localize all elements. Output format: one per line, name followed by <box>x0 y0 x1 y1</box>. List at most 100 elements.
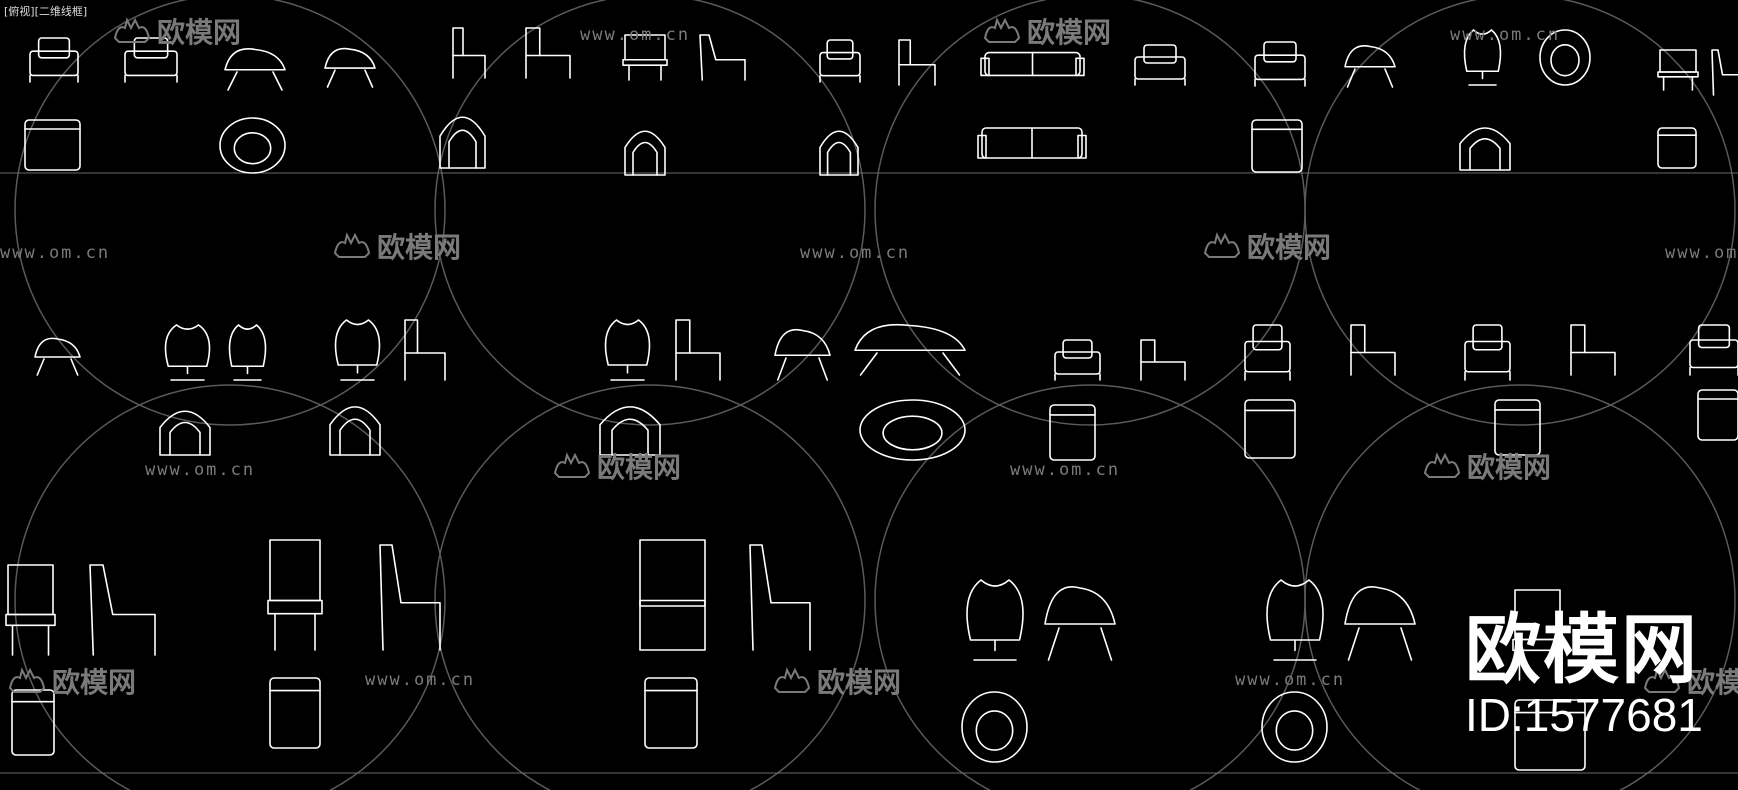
furniture-tophorse-symbol <box>819 130 859 176</box>
furniture-topround-symbol <box>219 117 286 174</box>
furniture-sidechair-symbol <box>898 39 936 86</box>
watermark-brand: 欧模网 <box>983 16 1111 49</box>
furniture-topsquare-symbol <box>1514 699 1586 771</box>
furniture-topsquare-symbol <box>1049 404 1096 461</box>
watermark-sofa-icon <box>553 452 591 478</box>
furniture-tall-symbol <box>1657 49 1699 91</box>
watermark-brand: 欧模网 <box>773 666 901 699</box>
furniture-armchair-symbol <box>1254 41 1306 87</box>
furniture-tophorse-symbol <box>329 406 381 456</box>
furniture-sidechair-symbol <box>1350 324 1396 376</box>
watermark-brand: 欧模网 <box>1643 666 1738 699</box>
watermark-brand-text: 欧模网 <box>597 451 681 484</box>
furniture-armchair-symbol <box>1464 324 1511 381</box>
furniture-topround-symbol <box>1261 691 1328 763</box>
furniture-topsquare-symbol <box>1697 389 1738 441</box>
furniture-tophorse-symbol <box>439 116 486 169</box>
watermark-brand-text: 欧模网 <box>1467 451 1551 484</box>
furniture-sidechair-symbol <box>404 319 446 381</box>
furniture-sidechair-symbol <box>675 319 721 381</box>
overlay-logo-text: 欧模网 <box>1465 605 1699 694</box>
watermark-brand: 欧模网 <box>8 666 136 699</box>
furniture-armchair-symbol <box>1134 44 1186 86</box>
furniture-tophorse-symbol <box>1459 127 1511 171</box>
furniture-slab-symbol <box>639 539 706 651</box>
furniture-sofa-symbol <box>977 127 1087 159</box>
watermark-brand-text: 欧模网 <box>52 666 136 699</box>
furniture-tallside-symbol <box>379 544 441 651</box>
furniture-armchair-symbol <box>1689 324 1738 376</box>
furniture-lounge-symbol <box>1044 586 1116 661</box>
watermark-sofa-icon <box>333 232 371 258</box>
watermark-url: www.om.cn <box>800 243 910 263</box>
furniture-armchair-symbol <box>124 37 178 83</box>
furniture-armchair-symbol <box>29 37 79 83</box>
overlay-id-text: ID:1577681 <box>1465 689 1703 741</box>
furniture-topsquare-symbol <box>24 119 81 171</box>
furniture-tallside-symbol <box>749 544 811 651</box>
watermark-sofa-icon <box>983 17 1021 43</box>
furniture-lounge-symbol <box>1344 586 1416 661</box>
watermark-brand-text: 欧模网 <box>1027 16 1111 49</box>
watermark-url: www.om.cn <box>1450 25 1560 45</box>
furniture-egg-symbol <box>966 579 1024 661</box>
furniture-topsquare-symbol <box>1494 399 1541 456</box>
watermark-brand-text: 欧模网 <box>1687 666 1738 699</box>
furniture-topsquare-symbol <box>644 677 698 749</box>
watermark-brand: 欧模网 <box>1203 231 1331 264</box>
watermark-brand-text: 欧模网 <box>157 16 241 49</box>
furniture-tallside-symbol <box>699 34 746 81</box>
furniture-lounge-symbol <box>224 48 286 91</box>
furniture-tallside-symbol <box>1711 49 1738 96</box>
watermark-brand: 欧模网 <box>333 231 461 264</box>
furniture-tophorse-symbol <box>624 130 666 176</box>
furniture-tall-symbol <box>267 539 323 651</box>
furniture-lounge-symbol <box>34 337 81 376</box>
furniture-blocks <box>5 27 1738 771</box>
furniture-sidechair-symbol <box>452 27 486 79</box>
watermark-brand: 欧模网 <box>113 16 241 49</box>
watermark-url: www.om.cn <box>1010 460 1120 480</box>
furniture-lounge-symbol <box>774 328 831 381</box>
furniture-egg-symbol <box>164 324 211 381</box>
furniture-tophorse-symbol <box>159 410 211 456</box>
furniture-sofa-symbol <box>980 51 1085 77</box>
watermark-sofa-icon <box>113 17 151 43</box>
viewport-label[interactable]: [俯视][二维线框] <box>4 5 88 18</box>
furniture-topsquare-symbol <box>11 689 55 756</box>
furniture-egg-symbol <box>1463 29 1502 86</box>
furniture-tallside-symbol <box>89 564 156 656</box>
furniture-topsquare-symbol <box>1657 127 1697 169</box>
furniture-lounge-symbol <box>854 323 966 376</box>
watermark-url: www.om.cn <box>1665 243 1738 263</box>
furniture-lounge-symbol <box>324 47 376 88</box>
furniture-sidechair-symbol <box>1570 324 1616 376</box>
watermark-brand: 欧模网 <box>553 451 681 484</box>
watermark-url: www.om.cn <box>1235 670 1345 690</box>
watermark-sofa-icon <box>8 667 46 693</box>
furniture-armchair-symbol <box>819 39 861 83</box>
watermark-brand-text: 欧模网 <box>817 666 901 699</box>
furniture-topsquare-symbol <box>269 677 321 749</box>
watermark-sofa-icon <box>1643 667 1681 693</box>
furniture-sidechair-symbol <box>1140 339 1186 381</box>
watermark-sofa-icon <box>1203 232 1241 258</box>
furniture-topround-symbol <box>859 399 966 461</box>
watermark-sofa-icon <box>1423 452 1461 478</box>
furniture-topsquare-symbol <box>1244 399 1296 459</box>
watermark-url: www.om.cn <box>580 25 690 45</box>
watermark-arc <box>434 0 866 426</box>
watermark-arc <box>434 384 866 790</box>
watermark-arcs <box>14 0 1736 790</box>
watermark-arc <box>874 0 1306 426</box>
furniture-tall-symbol <box>1512 589 1563 681</box>
furniture-tall-symbol <box>622 34 668 81</box>
furniture-armchair-symbol <box>1054 339 1101 381</box>
furniture-lounge-symbol <box>1344 45 1396 88</box>
watermark-sofa-icon <box>773 667 811 693</box>
furniture-topround-symbol <box>1539 29 1591 86</box>
watermark-arc <box>1304 0 1736 426</box>
furniture-egg-symbol <box>334 319 381 381</box>
furniture-armchair-symbol <box>1244 324 1291 381</box>
